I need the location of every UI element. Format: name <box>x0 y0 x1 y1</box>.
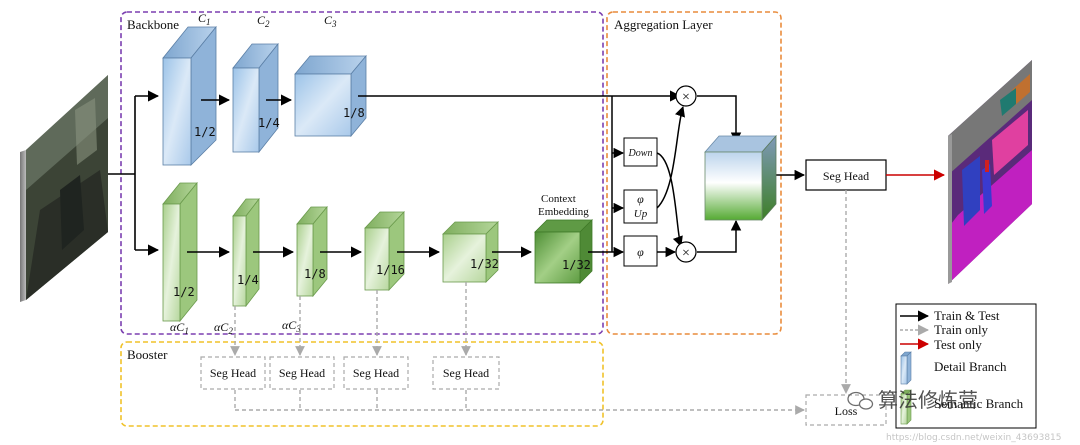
down-label: Down <box>628 148 653 159</box>
booster-region <box>120 341 604 427</box>
input-arrows <box>108 90 160 256</box>
loss-label: Loss <box>835 404 858 418</box>
phi-up-label-phi: φ <box>637 192 644 206</box>
detail-channel-2: C2 <box>257 13 270 29</box>
aggregation-connectors <box>588 95 806 258</box>
output-segmentation-image <box>948 60 1032 284</box>
watermark: 算法修炼营 https://blog.csdn.net/weixin_43693… <box>847 388 1062 443</box>
semantic-channel-1: αC1 <box>170 320 189 336</box>
svg-text:C1: C1 <box>198 11 211 27</box>
svg-text:αC3: αC3 <box>282 318 301 334</box>
aggregation-region <box>606 11 782 335</box>
context-scale: 1/32 <box>562 258 591 272</box>
booster-seg-head-1: Seg Head <box>200 356 266 390</box>
semantic-block-2 <box>232 197 260 308</box>
booster-seg-head-3: Seg Head <box>343 356 409 390</box>
svg-text:αC2: αC2 <box>214 320 233 336</box>
detail-scale-3: 1/8 <box>343 106 365 120</box>
detail-block-1 <box>162 25 217 166</box>
aggregated-feature-block <box>704 134 777 222</box>
svg-text:Seg Head: Seg Head <box>353 366 399 380</box>
phi-box: φ <box>623 235 658 267</box>
detail-channel-3: C3 <box>324 13 337 29</box>
svg-text:×: × <box>682 90 690 105</box>
booster-seg-head-4: Seg Head <box>432 356 500 390</box>
semantic-block-5 <box>442 221 499 283</box>
legend-detail-swatch <box>900 351 912 385</box>
loss-box: Loss <box>805 394 887 426</box>
seg-head-main-label: Seg Head <box>823 169 869 183</box>
svg-text:×: × <box>682 246 690 261</box>
multiply-node-top: × <box>675 85 697 107</box>
semantic-scale-1: 1/2 <box>173 285 195 299</box>
booster-seg-head-2: Seg Head <box>269 356 335 390</box>
legend-test-only: Test only <box>934 337 982 352</box>
legend-train-test: Train & Test <box>934 308 1000 323</box>
legend-semantic-swatch <box>900 389 912 425</box>
detail-channel-1: C1 <box>198 11 211 27</box>
semantic-block-4 <box>364 210 405 292</box>
backbone-region <box>120 11 604 335</box>
booster-label: Booster <box>127 347 168 362</box>
backbone-label: Backbone <box>127 17 179 32</box>
detail-scale-2: 1/4 <box>258 116 280 130</box>
phi-label: φ <box>637 245 644 259</box>
semantic-channel-3: αC3 <box>282 318 301 334</box>
context-label-2: Embedding <box>538 206 589 218</box>
watermark-url: https://blog.csdn.net/weixin_43693815 <box>886 433 1062 443</box>
context-embedding-block <box>534 219 593 284</box>
svg-text:Seg Head: Seg Head <box>443 366 489 380</box>
legend-train-only: Train only <box>934 322 989 337</box>
semantic-channel-2: αC2 <box>214 320 233 336</box>
input-image <box>20 75 108 302</box>
svg-text:C2: C2 <box>257 13 270 29</box>
phi-up-label-up: Up <box>634 208 648 220</box>
aggregation-label: Aggregation Layer <box>614 17 713 32</box>
semantic-scale-3: 1/8 <box>304 267 326 281</box>
svg-text:Seg Head: Seg Head <box>279 366 325 380</box>
svg-text:C3: C3 <box>324 13 337 29</box>
semantic-scale-5: 1/32 <box>470 257 499 271</box>
detail-block-2 <box>232 42 279 154</box>
phi-up-box: φ Up <box>623 189 658 224</box>
detail-arrows <box>201 90 682 106</box>
semantic-scale-2: 1/4 <box>237 273 259 287</box>
seg-head-main: Seg Head <box>805 159 887 191</box>
detail-block-3 <box>294 54 367 138</box>
legend-semantic-branch: Semantic Branch <box>934 396 1024 411</box>
down-box: Down <box>623 137 658 167</box>
watermark-text: 算法修炼营 <box>878 388 978 412</box>
semantic-scale-4: 1/16 <box>376 263 405 277</box>
multiply-node-bottom: × <box>675 241 697 263</box>
wechat-icon <box>847 391 874 410</box>
context-label-1: Context <box>541 193 576 205</box>
detail-scale-1: 1/2 <box>194 125 216 139</box>
svg-text:αC1: αC1 <box>170 320 189 336</box>
legend: Train & Test Train only Test only Detail… <box>895 303 1037 429</box>
legend-detail-branch: Detail Branch <box>934 359 1007 374</box>
booster-connectors <box>230 190 851 415</box>
svg-text:Seg Head: Seg Head <box>210 366 256 380</box>
